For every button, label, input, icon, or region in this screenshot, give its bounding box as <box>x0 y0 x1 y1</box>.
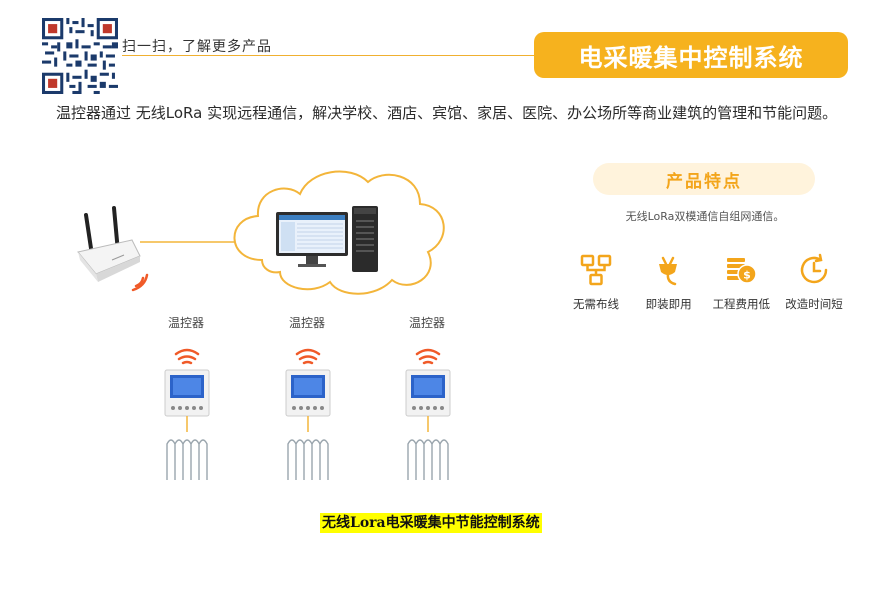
page-title-banner: 电采暖集中控制系统 <box>534 32 848 78</box>
thermostat-label-2: 温控器 <box>289 316 326 330</box>
clock-icon <box>800 253 828 284</box>
router-icon <box>77 206 141 282</box>
page-title: 电采暖集中控制系统 <box>578 43 804 72</box>
signal-icon <box>415 348 441 365</box>
features-description: 无线LoRa双模通信自组网通信。 <box>625 210 785 223</box>
thermostat-unit-1 <box>164 348 210 480</box>
plug-icon <box>658 256 677 286</box>
feature-item-short-retrofit: 改造时间短 <box>778 252 850 312</box>
network-icon <box>580 254 612 286</box>
feature-label: 无需布线 <box>573 297 619 311</box>
monitor-icon <box>276 212 348 267</box>
signal-icon <box>295 348 321 365</box>
feature-item-no-wiring: 无需布线 <box>560 252 632 312</box>
scan-prompt: 扫一扫，了解更多产品 <box>122 39 272 55</box>
thermostat-label-3: 温控器 <box>409 316 446 330</box>
feature-item-plug-and-play: 即装即用 <box>633 252 705 312</box>
feature-label: 改造时间短 <box>785 297 843 311</box>
thermostat-unit-2 <box>285 348 331 480</box>
qr-code-image <box>42 18 118 94</box>
server-tower-icon <box>352 206 378 272</box>
feature-list: 无需布线 即装即用 $ 工程费用低 改造时间短 <box>560 252 850 312</box>
thermostat-unit-3 <box>405 348 451 480</box>
figure-caption: 无线Lora电采暖集中节能控制系统 <box>320 513 542 533</box>
signal-icon <box>174 348 200 365</box>
feature-label: 即装即用 <box>645 297 692 311</box>
coins-icon: $ <box>727 258 758 284</box>
features-title: 产品特点 <box>593 163 815 195</box>
system-diagram <box>77 170 451 480</box>
header-divider <box>122 55 542 56</box>
svg-text:$: $ <box>743 269 751 282</box>
feature-item-low-cost: $ 工程费用低 <box>705 252 777 312</box>
intro-paragraph: 温控器通过 无线LoRa 实现远程通信，解决学校、酒店、宾馆、家居、医院、办公场… <box>56 104 838 122</box>
thermostat-label-1: 温控器 <box>168 316 205 330</box>
router-signal-icon <box>131 273 149 292</box>
feature-label: 工程费用低 <box>712 297 771 311</box>
